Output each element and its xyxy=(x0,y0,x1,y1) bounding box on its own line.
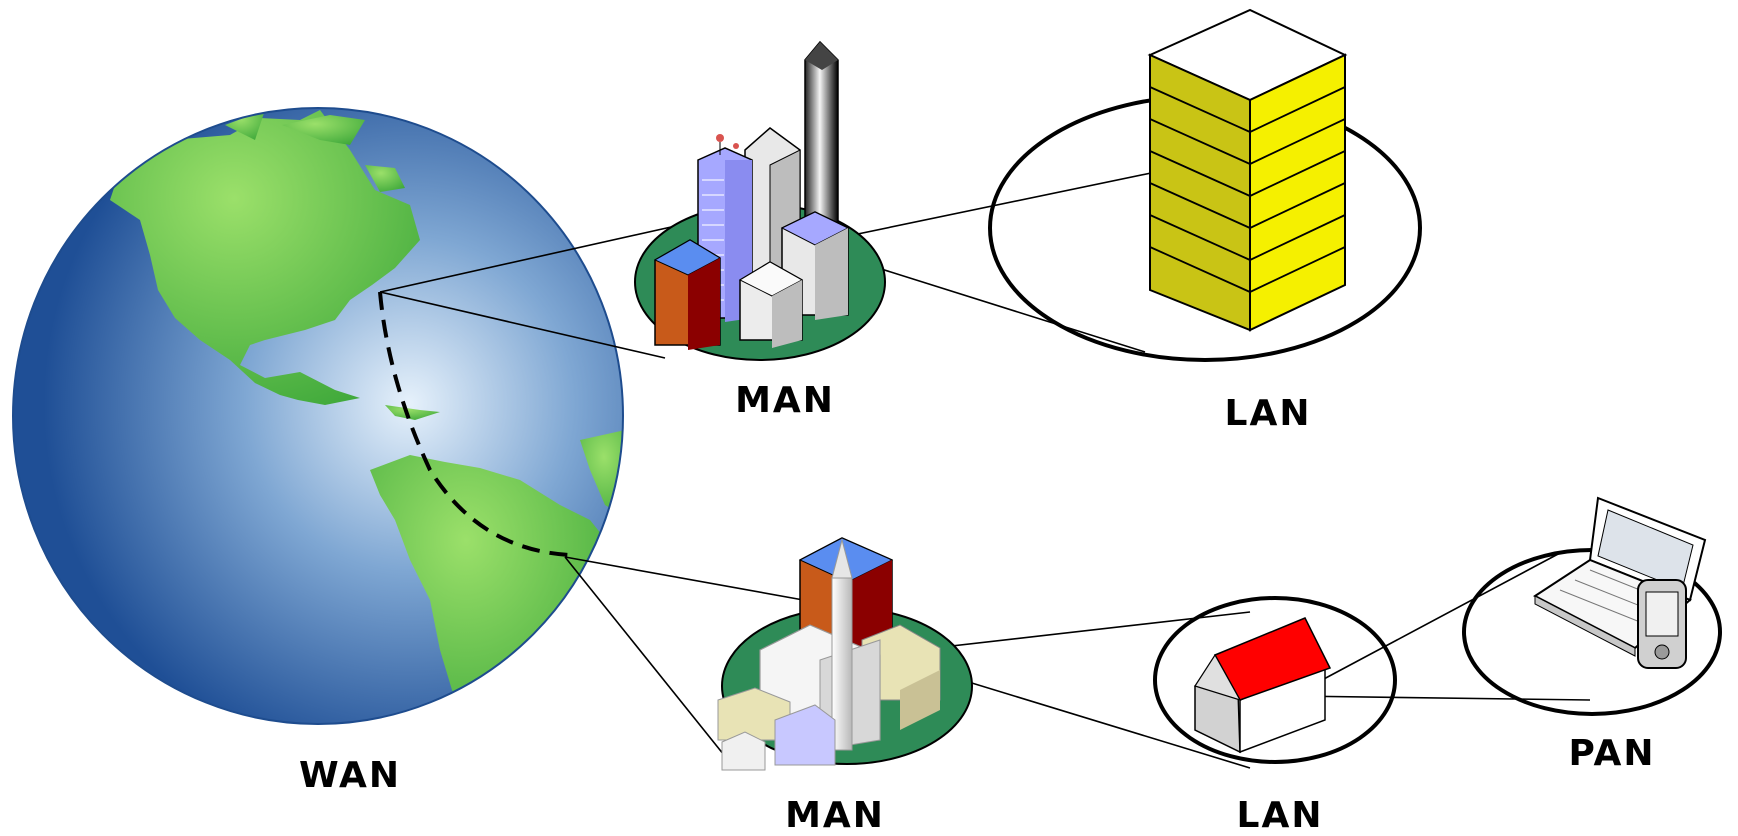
man-top-label: MAN xyxy=(735,380,835,421)
wan-route-dashed xyxy=(378,291,571,557)
lan-bottom-label: LAN xyxy=(1236,795,1324,836)
connection-lines xyxy=(379,167,1591,769)
town-icon xyxy=(717,537,973,771)
house-icon xyxy=(1153,596,1397,764)
wan-label: WAN xyxy=(298,755,402,796)
laptop-icon xyxy=(1533,496,1707,657)
pan-label: PAN xyxy=(1568,733,1656,774)
pda-icon xyxy=(1637,579,1687,669)
office-tower-icon xyxy=(988,8,1422,362)
city-skyline-icon xyxy=(634,40,886,361)
man-bottom-label: MAN xyxy=(785,795,885,836)
globe-icon xyxy=(12,107,624,725)
lan-top-label: LAN xyxy=(1224,393,1312,434)
